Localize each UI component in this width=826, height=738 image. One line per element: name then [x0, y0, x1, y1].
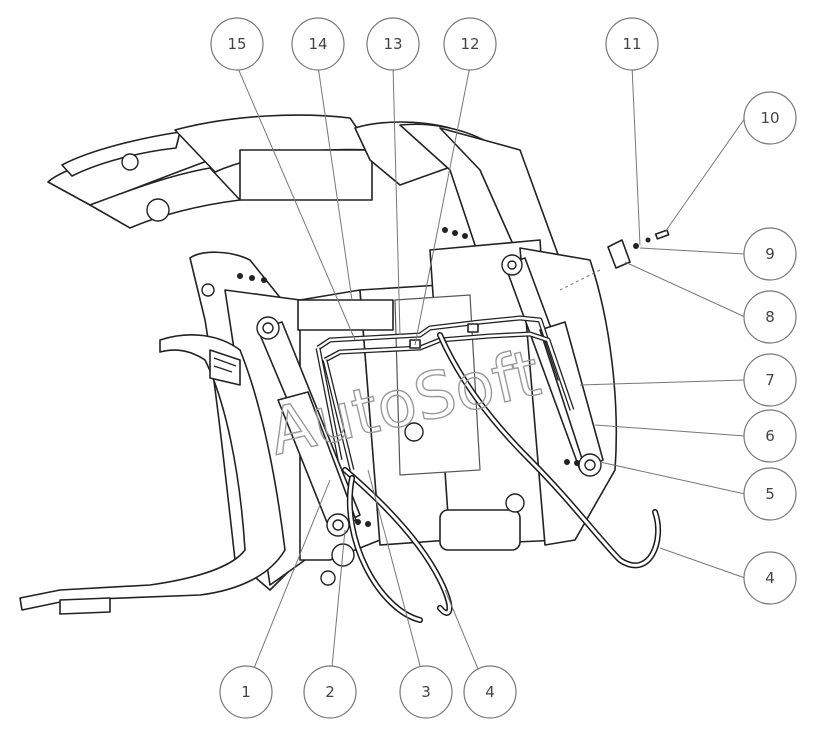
- svg-text:7: 7: [765, 371, 775, 389]
- callout-3: 3: [399, 665, 453, 719]
- arm-pivot-pin: [121, 153, 139, 171]
- callout-5: 5: [743, 467, 797, 521]
- tube-clamp: [467, 323, 479, 333]
- washer-part-9: [633, 243, 639, 249]
- svg-text:5: 5: [765, 485, 775, 503]
- svg-text:4: 4: [485, 683, 495, 701]
- svg-text:1: 1: [241, 683, 251, 701]
- svg-text:2: 2: [325, 683, 335, 701]
- svg-text:14: 14: [308, 35, 327, 53]
- callout-1: 1: [219, 665, 273, 719]
- callout-7: 7: [743, 353, 797, 407]
- callout-balloons: 15 14 13 12 11 10 9 8 7 6 5 4 1 2 3 4: [210, 17, 797, 719]
- callout-9: 9: [743, 227, 797, 281]
- svg-text:13: 13: [383, 35, 402, 53]
- callout-4-bottom: 4: [463, 665, 517, 719]
- svg-text:3: 3: [421, 683, 431, 701]
- callout-8: 8: [743, 290, 797, 344]
- cross-tube: [297, 299, 394, 331]
- lower-cross-tube: [439, 509, 521, 551]
- leader-lines: [236, 65, 746, 689]
- svg-text:10: 10: [760, 109, 779, 127]
- callout-13: 13: [366, 17, 420, 71]
- svg-text:11: 11: [622, 35, 641, 53]
- hydraulic-steel-tubes: [315, 315, 575, 471]
- svg-text:8: 8: [765, 308, 775, 326]
- callout-2: 2: [303, 665, 357, 719]
- arm-pivot-pin: [146, 198, 170, 222]
- svg-text:4: 4: [765, 569, 775, 587]
- callout-12: 12: [443, 17, 497, 71]
- svg-text:15: 15: [227, 35, 246, 53]
- svg-text:12: 12: [460, 35, 479, 53]
- callout-4-right: 4: [743, 551, 797, 605]
- bolt-part-10: [654, 229, 670, 240]
- callout-14: 14: [291, 17, 345, 71]
- mounting-hardware: [559, 229, 670, 291]
- callout-6: 6: [743, 409, 797, 463]
- svg-text:9: 9: [765, 245, 775, 263]
- upper-grapple-arm: [47, 114, 561, 261]
- bracket-part-8: [607, 239, 631, 269]
- callout-15: 15: [210, 17, 264, 71]
- callout-10: 10: [743, 91, 797, 145]
- lower-grapple-jaw: [19, 334, 286, 615]
- left-hydraulic-cylinder: [237, 273, 371, 537]
- callout-11: 11: [605, 17, 659, 71]
- svg-text:6: 6: [765, 427, 775, 445]
